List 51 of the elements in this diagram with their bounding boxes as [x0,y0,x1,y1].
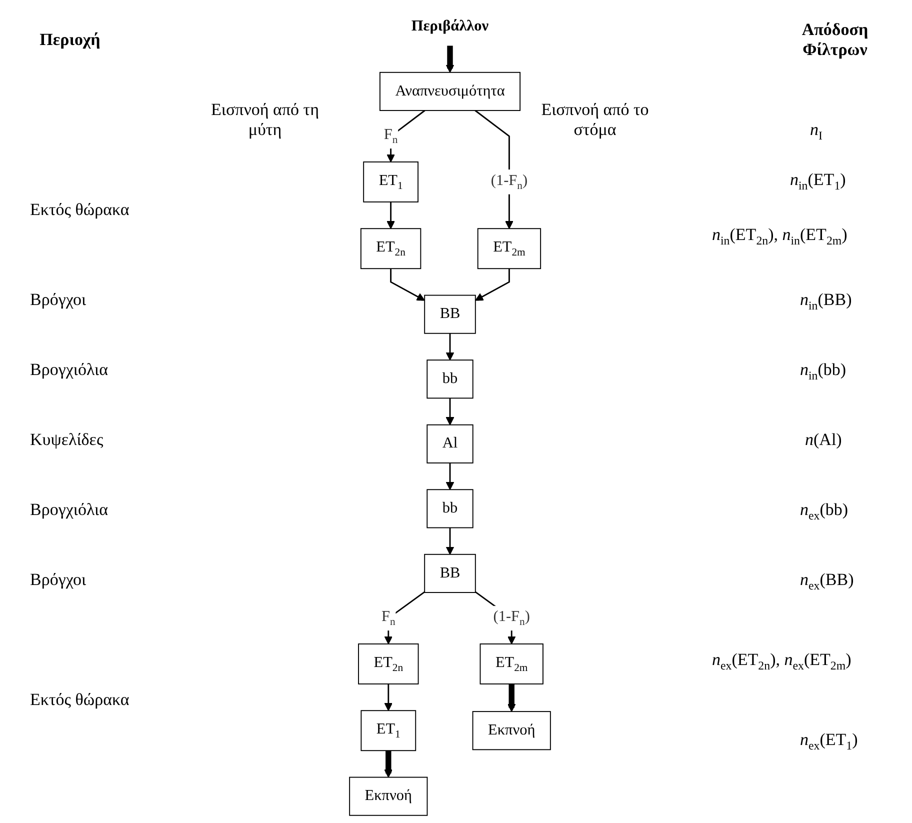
node-box: ET$_{1}$ [360,710,416,752]
node-box: ET$_{2n}$ [360,228,422,270]
arrow [446,462,454,490]
arrow [386,202,395,229]
side-label: Εισπνοή από το στόμα [540,100,650,140]
arrow [446,46,454,73]
node-box: bb [426,360,474,399]
node-box: bb [426,489,474,528]
node-box: ET$_{2m}$ [477,228,542,270]
side-label: n$_{ex}$(bb) [800,500,848,524]
node-box: ET$_{2m}$ [480,643,544,684]
edge-label: F$_{n}$ [381,608,396,628]
arrow [384,684,393,711]
side-label: Βρόγχοι [30,290,86,310]
edge-label: (1-F$_{n}$) [493,608,530,628]
node-box: Αναπνευσιμότητα [379,72,521,111]
arrow [446,528,454,555]
column-header: Περιοχή [38,30,102,50]
node-box: BB [424,294,476,334]
side-label: Βρόγχοι [30,570,86,590]
node-box: BB [424,554,476,593]
node-box: ET$_{2n}$ [358,643,419,684]
side-label: n$_{in}$(BB) [800,290,852,314]
side-label: n$_{ex}$(ET$_{2n}$), n$_{ex}$(ET$_{2m}$) [712,650,852,674]
side-label: n(Al) [805,430,842,450]
edge-label: (1-F$_{n}$) [490,172,528,192]
node-box: Εκπνοή [349,776,428,816]
side-label: Εκτός θώρακα [30,690,130,710]
side-label: n$_{ex}$(BB) [800,570,854,594]
arrow [384,750,393,778]
side-label: Βρογχιόλια [30,360,108,380]
side-label: n$_{I}$ [810,120,822,144]
node-box: Εκπνοή [472,711,551,750]
side-label: n$_{in}$(bb) [800,360,846,384]
node-box: Al [426,424,474,464]
side-label: n$_{in}$(ET$_{2n}$), n$_{in}$(ET$_{2m}$) [712,225,848,248]
edge-label: F$_{n}$ [384,126,398,146]
side-label: n$_{ex}$(ET$_{1}$) [800,730,858,754]
side-label: Εισπνοή από τη μύτη [210,100,320,140]
node-text: Περιβάλλον [411,18,489,34]
arrow [507,684,516,712]
node-box: ET$_{1}$ [363,161,418,202]
side-label: Κυψελίδες [30,430,104,450]
side-label: n$_{in}$(ET$_{1}$) [790,170,846,194]
side-label: Εκτός θώρακα [30,200,130,220]
arrow [390,268,425,301]
arrow [446,398,454,426]
column-header: Απόδοση Φίλτρων [800,20,870,60]
side-label: Βρογχιόλια [30,500,108,520]
arrow [475,268,510,301]
arrow [446,333,454,360]
